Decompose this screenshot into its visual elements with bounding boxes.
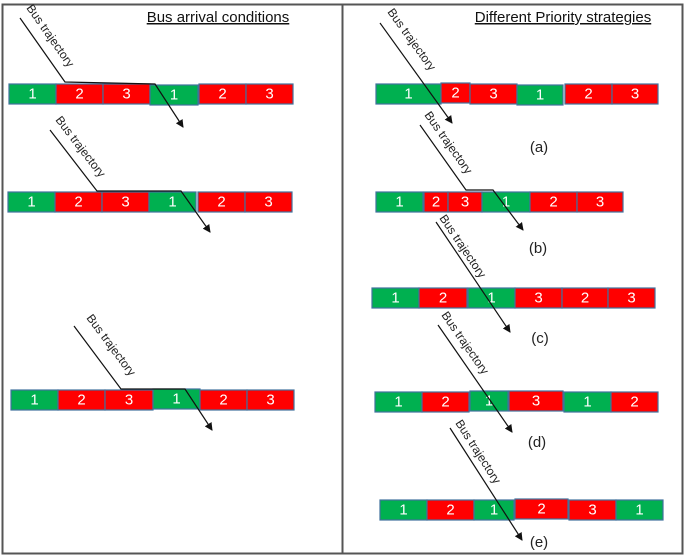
phase-label: 1 [395,194,403,211]
phase-label: 1 [490,502,498,519]
phase-label: 3 [588,502,596,519]
phase-label: 2 [584,86,592,103]
phase-label: 3 [596,194,604,211]
bus-trajectory-arrow [419,124,524,231]
phase-label: 1 [502,194,510,211]
phase-segment-green [148,191,197,213]
bus-trajectory-arrow [449,427,523,541]
right-panel [341,3,684,555]
phase-label: 3 [631,86,639,103]
strategy-caption: (e) [530,534,548,551]
right-row-1: 1 2 3 1 2 3 Bus trajectory (a) [375,6,659,156]
phase-label: 2 [217,194,225,211]
phase-label: 1 [30,392,38,409]
bus-trajectory-arrow [379,22,453,124]
phase-label: 2 [432,194,440,211]
phase-label: 1 [27,194,35,211]
phase-label: 1 [28,86,36,103]
phase-segment-red [607,287,656,309]
right-row-5: 1 2 1 2 3 1 Bus trajectory (e) [379,417,664,551]
phase-segment-red [244,191,293,213]
phase-segment-red [514,498,569,520]
phase-label: 2 [74,194,82,211]
bus-trajectory-arrow [19,17,184,128]
phase-label: 2 [441,394,449,411]
phase-segment-green [469,390,509,412]
phase-segment-green [149,84,199,106]
phase-label: 1 [172,391,180,408]
phase-label: 3 [627,290,635,307]
bus-trajectory-arrow [49,129,211,233]
phase-label: 1 [391,290,399,307]
phase-label: 3 [534,290,542,307]
bus-trajectory-label: Bus trajectory [452,417,503,486]
phase-segment-red [508,390,564,412]
phase-segment-red [611,83,659,105]
phase-label: 1 [168,194,176,211]
phase-label: 2 [581,290,589,307]
right-row-4: 1 2 1 3 1 2 Bus trajectory (d) [374,309,659,451]
bus-trajectory-label: Bus trajectory [84,311,139,378]
phase-segment-green [615,499,664,521]
strategy-caption: (c) [531,330,549,347]
phase-segment-red [421,391,470,413]
left-row-3: 1 2 3 1 2 3 Bus trajectory [10,311,295,431]
phase-label: 1 [485,393,493,410]
phase-label: 3 [122,86,130,103]
phase-segment-red [576,191,624,213]
bus-trajectory-arrow [435,221,511,333]
phase-segment-red [245,83,294,105]
phase-label: 2 [451,85,459,102]
bus-trajectory-label: Bus trajectory [385,6,439,74]
phase-label: 3 [266,392,274,409]
phase-label: 2 [630,394,638,411]
phase-label: 1 [487,290,495,307]
phase-label: 2 [77,392,85,409]
bus-trajectory-label: Bus trajectory [24,2,78,70]
phase-label: 3 [125,392,133,409]
phase-label: 1 [583,394,591,411]
bus-trajectory-arrow [437,324,513,433]
strategy-caption: (a) [530,139,548,156]
right-panel-title: Different Priority strategies [475,9,651,26]
phase-label: 3 [264,194,272,211]
phase-segment-red [418,287,468,309]
phase-label: 2 [439,290,447,307]
phase-label: 3 [121,194,129,211]
right-row-3: 1 2 1 3 2 3 Bus trajectory (c) [371,212,656,347]
strategy-caption: (b) [529,240,547,257]
phase-label: 2 [537,501,545,518]
phase-label: 3 [461,194,469,211]
bus-trajectory-label: Bus trajectory [437,212,490,281]
phase-label: 2 [446,502,454,519]
bus-trajectory-label: Bus trajectory [439,309,492,377]
phase-segment-red [610,391,659,413]
phase-label: 2 [75,86,83,103]
phase-segment-red [246,389,295,411]
strategy-caption: (d) [528,434,546,451]
phase-label: 3 [532,393,540,410]
phase-label: 1 [170,87,178,104]
phase-label: 1 [536,87,544,104]
phase-label: 1 [394,394,402,411]
phase-label: 1 [635,502,643,519]
phase-label: 2 [549,194,557,211]
left-panel-title: Bus arrival conditions [147,9,290,26]
phase-segment-green [473,499,515,521]
phase-label: 2 [218,86,226,103]
phase-label: 3 [265,86,273,103]
phase-label: 1 [404,86,412,103]
phase-segment-green [516,84,564,106]
bus-trajectory-arrow [73,325,213,431]
phase-segment-green [375,191,424,213]
phase-label: 3 [489,86,497,103]
phase-label: 1 [399,502,407,519]
phase-label: 2 [219,392,227,409]
